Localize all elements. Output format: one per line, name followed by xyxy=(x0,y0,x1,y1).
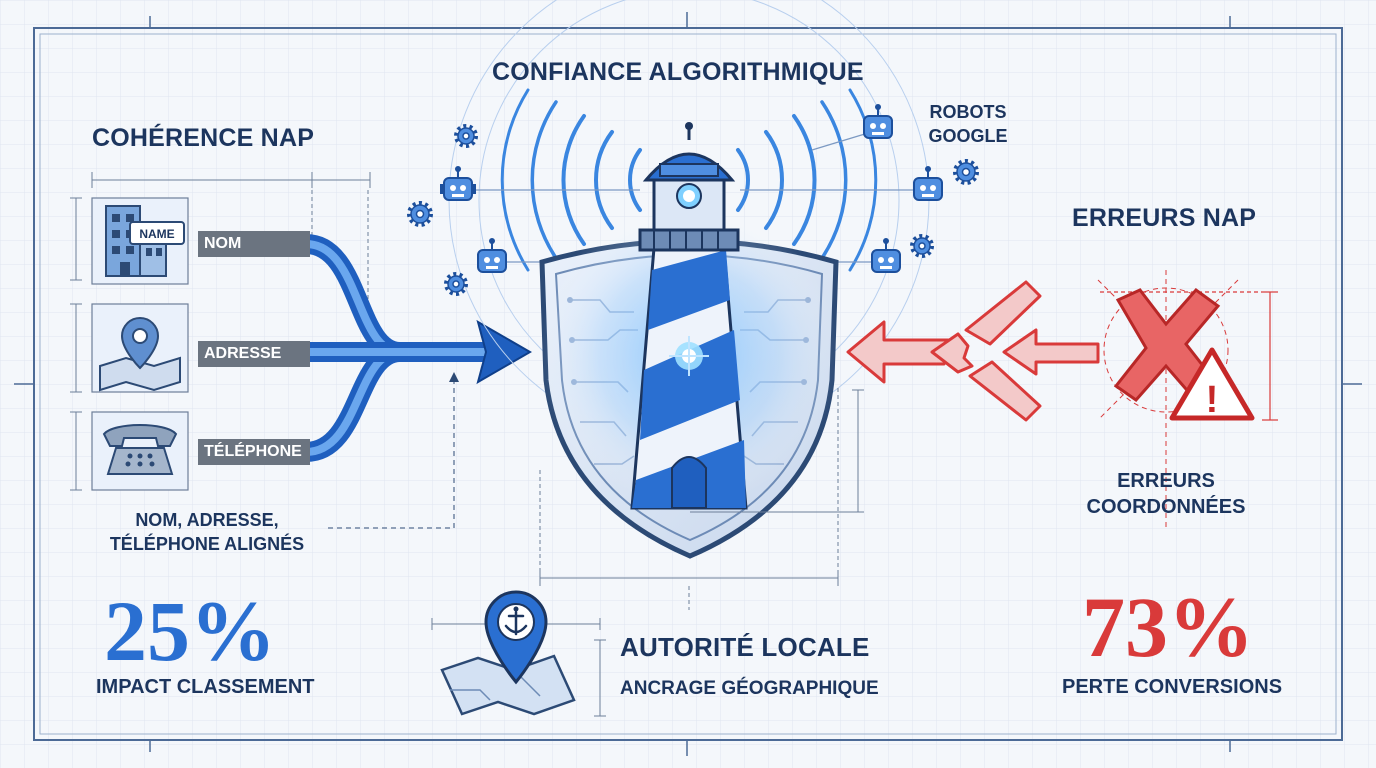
building-icon: NAME xyxy=(91,197,189,285)
frame-ticks xyxy=(14,12,1362,756)
left-stat-value: 25% xyxy=(104,583,276,679)
tag-adresse: ADRESSE xyxy=(198,341,310,367)
left-stat-label: IMPACT CLASSEMENT xyxy=(96,676,315,698)
warning-glyph: ! xyxy=(1206,379,1219,421)
center-title: CONFIANCE ALGORITHMIQUE xyxy=(492,58,864,86)
left-caption: NOM, ADRESSE, TÉLÉPHONE ALIGNÉS xyxy=(92,508,322,556)
tag-telephone: TÉLÉPHONE xyxy=(198,439,310,465)
left-dimension-lines xyxy=(70,172,459,529)
broken-arrows xyxy=(846,280,1100,422)
robots-label-line2: GOOGLE xyxy=(928,126,1008,146)
right-title: ERREURS NAP xyxy=(1072,204,1257,232)
bottom-subtitle: ANCRAGE GÉOGRAPHIQUE xyxy=(620,678,879,699)
name-card-label: NAME xyxy=(139,227,174,241)
merge-arrows xyxy=(290,234,500,462)
right-caption-line2: COORDONNÉES xyxy=(1086,496,1246,518)
right-stat-value: 73% xyxy=(1082,579,1254,675)
right-caption: ERREURS COORDONNÉES xyxy=(1066,468,1266,520)
right-stat-label: PERTE CONVERSIONS xyxy=(1062,676,1283,698)
inner-frame xyxy=(39,33,1337,735)
warning-icon: ! xyxy=(1169,347,1255,421)
merge-arrow-head xyxy=(476,319,533,385)
signal-waves xyxy=(500,88,878,272)
gear-icon xyxy=(410,127,976,293)
bottom-title: AUTORITÉ LOCALE xyxy=(620,632,870,662)
lighthouse-icon xyxy=(539,122,839,510)
telephone-icon xyxy=(91,411,189,491)
cross-mark-icon xyxy=(1097,270,1278,530)
left-title: COHÉRENCE NAP xyxy=(92,124,315,152)
left-caption-line2: TÉLÉPHONE ALIGNÉS xyxy=(109,534,305,554)
robot-icon xyxy=(440,104,943,273)
robots-label: ROBOTS GOOGLE xyxy=(918,100,1018,148)
anchor-pin-icon xyxy=(431,590,606,717)
robots-label-line1: ROBOTS xyxy=(929,102,1007,122)
tag-nom: NOM xyxy=(198,231,310,257)
right-caption-line1: ERREURS xyxy=(1117,470,1215,492)
map-pin-icon xyxy=(91,303,189,393)
gear-teeth xyxy=(407,124,979,296)
center-dimension-lines xyxy=(539,388,864,610)
left-caption-line1: NOM, ADRESSE, xyxy=(135,510,279,530)
